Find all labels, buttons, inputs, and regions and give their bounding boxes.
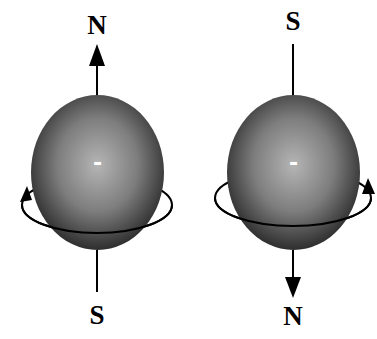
electron-sphere: -: [226, 94, 361, 251]
pole-label: N: [77, 12, 117, 39]
north-arrowhead: [89, 44, 105, 66]
charge-sign: -: [226, 152, 361, 174]
north-arrowhead: [285, 277, 301, 298]
spin-orbit-front: [215, 198, 371, 226]
spin-arrowhead: [20, 186, 32, 202]
pole-label: N: [273, 303, 313, 330]
spin-axis: [292, 250, 294, 280]
charge-sign: -: [30, 152, 165, 174]
spin-axis: [96, 62, 98, 96]
spin-arrowhead: [362, 178, 375, 194]
spin-orbit-front: [22, 205, 172, 233]
spin-axis: [292, 44, 294, 96]
pole-label: S: [273, 8, 313, 35]
spin-axis: [96, 250, 98, 292]
pole-label: S: [77, 302, 117, 329]
